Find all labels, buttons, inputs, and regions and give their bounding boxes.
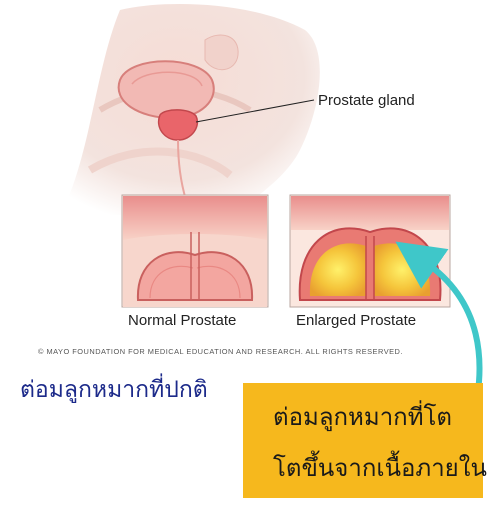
prostate-gland-icon bbox=[157, 109, 199, 141]
enlarged-prostate-caption: Enlarged Prostate bbox=[296, 312, 417, 329]
prostate-gland-label: Prostate gland bbox=[318, 92, 415, 109]
bladder bbox=[117, 60, 215, 120]
normal-prostate-thai-label: ต่อมลูกหมากที่ปกติ bbox=[20, 377, 208, 403]
normal-prostate-caption: Normal Prostate bbox=[128, 312, 237, 329]
enlarged-prostate-callout: ต่อมลูกหมากที่โต โตขึ้นจากเนื้อภายใน bbox=[243, 383, 487, 498]
normal-prostate-panel bbox=[121, 194, 269, 308]
callout-line-2: โตขึ้นจากเนื้อภายใน bbox=[273, 454, 487, 482]
gland-leader-line bbox=[195, 99, 315, 123]
enlarged-prostate-panel bbox=[289, 194, 451, 308]
copyright-notice: © MAYO FOUNDATION FOR MEDICAL EDUCATION … bbox=[38, 347, 403, 356]
callout-line-1: ต่อมลูกหมากที่โต bbox=[273, 403, 453, 431]
